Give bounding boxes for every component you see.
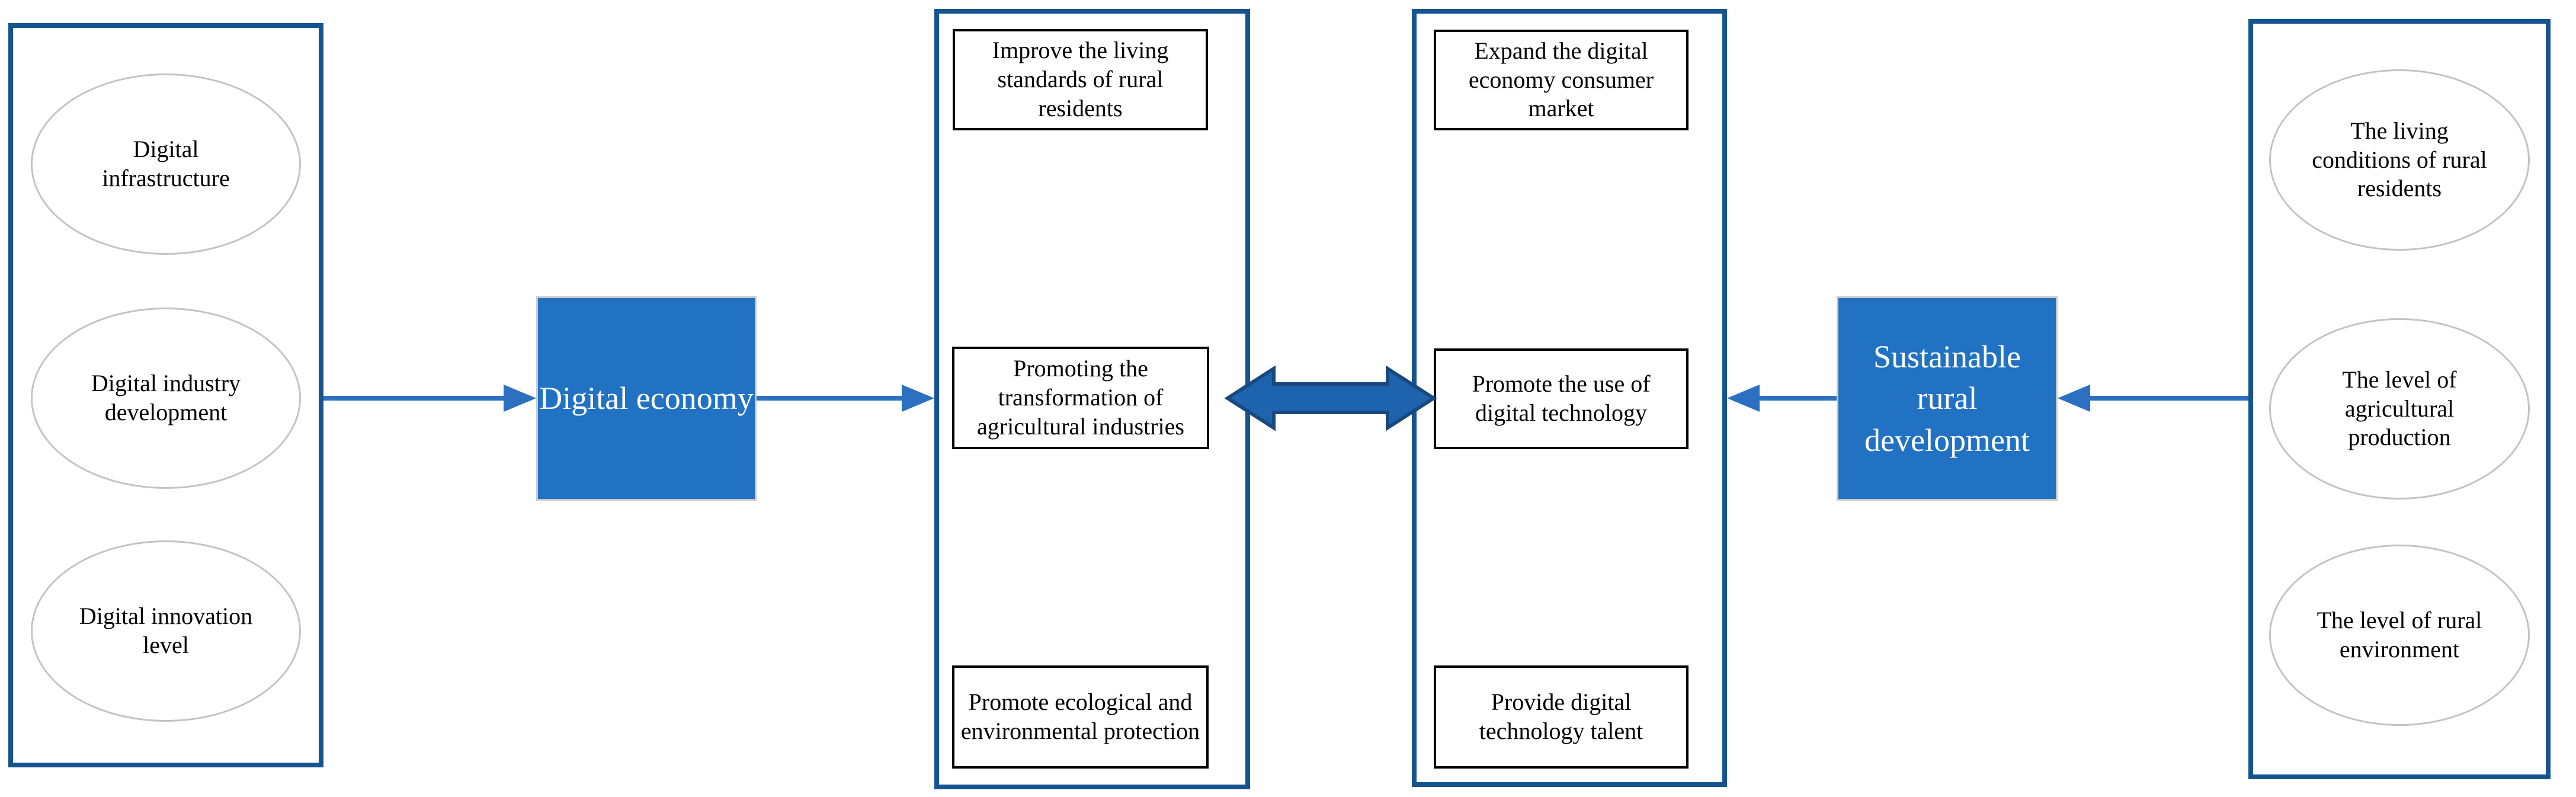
box-label: Promote ecological and environmental pro… [960,689,1200,744]
digital-economy-label: Digital economy [539,380,754,417]
ellipse-label: Digital innovation level [79,603,253,658]
arrow-left-icon [2058,385,2248,412]
arrow-right-icon [323,385,536,412]
box-expand-consumer-market: Expand the digital economy consumer mark… [1434,30,1689,130]
ellipse-living-conditions: The living conditions of rural residents [2269,69,2530,251]
ellipse-rural-environment: The level of rural environment [2269,545,2530,726]
double-arrow-icon [1224,365,1437,431]
box-label: Promoting the transformation of agricult… [977,355,1184,440]
box-label: Improve the living standards of rural re… [992,37,1169,121]
ellipse-agricultural-production: The level of agricultural production [2269,318,2530,500]
arrow-left-icon [1727,385,1837,412]
ellipse-digital-industry-development: Digital industry development [31,308,301,489]
ellipse-label: The level of agricultural production [2342,366,2457,451]
sustainable-rural-development-node: Sustainable rural development [1837,296,2058,501]
box-label: Expand the digital economy consumer mark… [1468,37,1654,122]
box-improve-living-standards: Improve the living standards of rural re… [953,29,1208,130]
box-promote-use-digital-technology: Promote the use of digital technology [1434,348,1689,449]
ellipse-label: Digital infrastructure [102,136,230,191]
box-promoting-transformation: Promoting the transformation of agricult… [952,347,1209,449]
sustainable-rural-development-label: Sustainable rural development [1864,339,2030,458]
digital-economy-node: Digital economy [536,296,757,501]
box-promote-ecological-protection: Promote ecological and environmental pro… [952,665,1209,769]
box-label: Provide digital technology talent [1479,689,1643,744]
ellipse-label: Digital industry development [91,370,241,425]
ellipse-digital-innovation-level: Digital innovation level [31,540,301,722]
ellipse-label: The level of rural environment [2317,607,2482,662]
ellipse-digital-infrastructure: Digital infrastructure [31,73,301,255]
ellipse-label: The living conditions of rural residents [2312,117,2487,202]
box-label: Promote the use of digital technology [1472,370,1651,426]
arrow-right-icon [757,385,934,412]
box-provide-digital-talent: Provide digital technology talent [1434,665,1689,769]
